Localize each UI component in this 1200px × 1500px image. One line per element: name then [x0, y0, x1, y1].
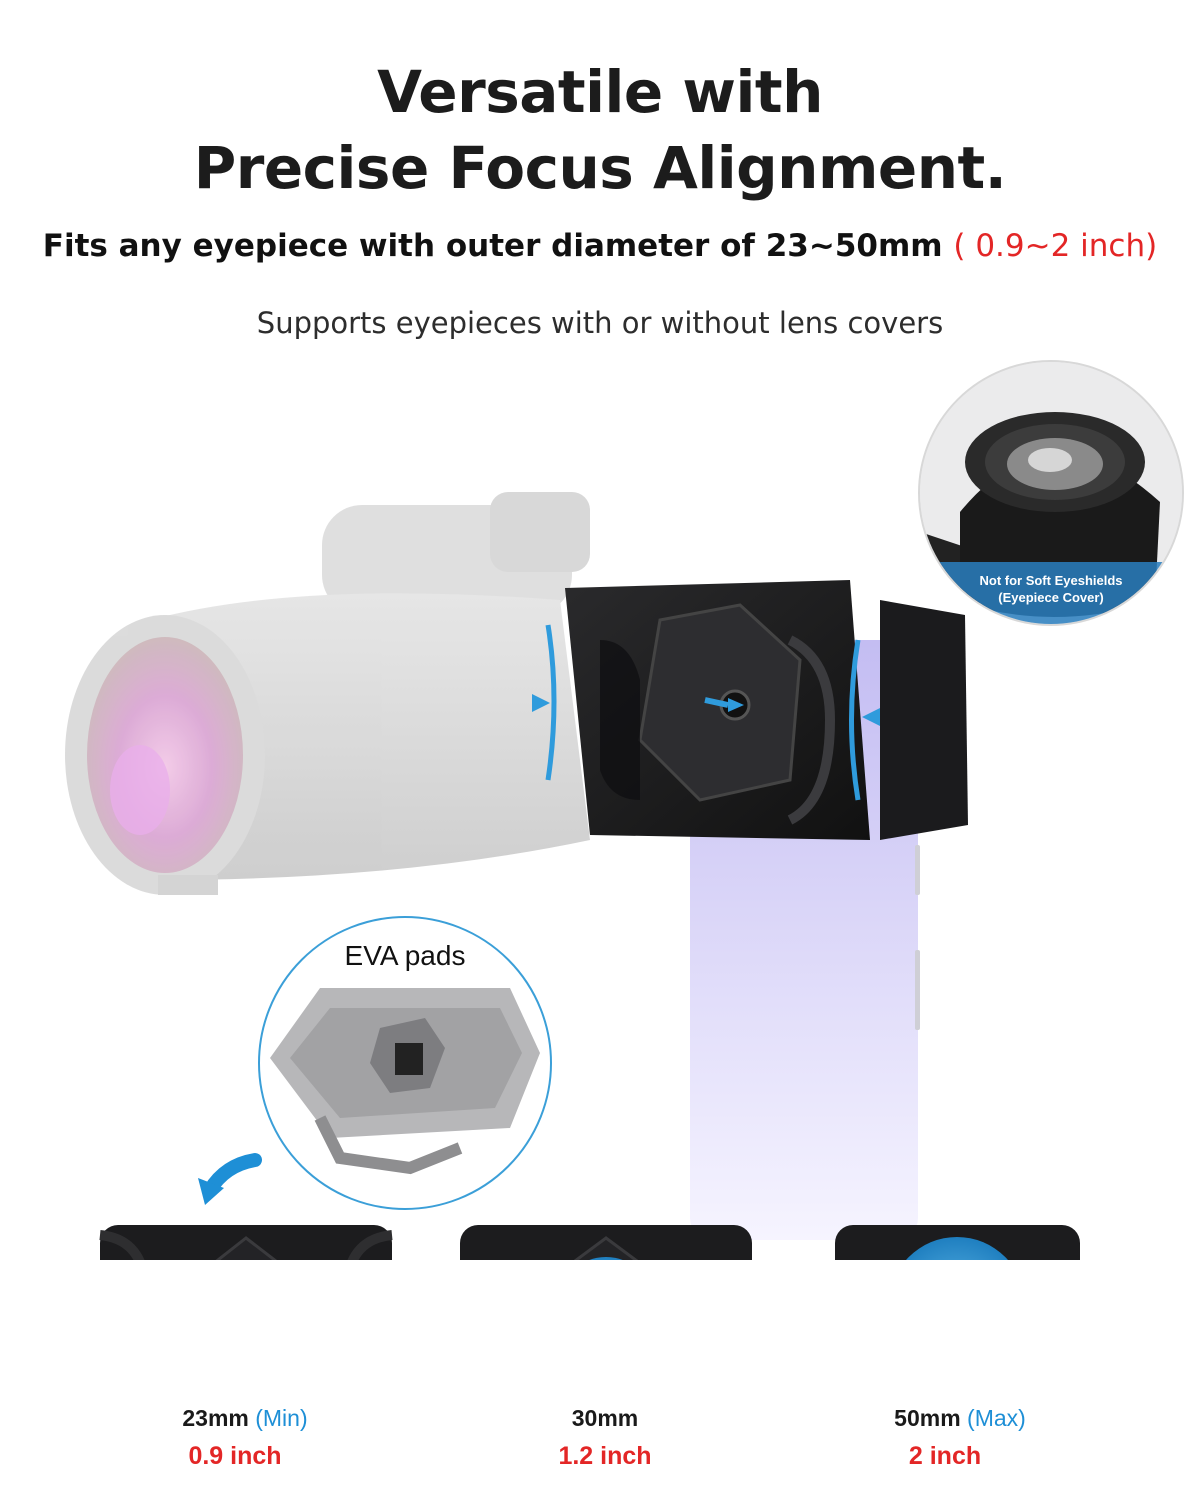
eyepiece-note-line-2: (Eyepiece Cover) [998, 590, 1104, 605]
size-max-tag: (Max) [967, 1405, 1026, 1431]
eva-pads-image [270, 988, 540, 1175]
size-min-label: 23mm (Min) [120, 1405, 370, 1432]
size-card-mid [460, 1225, 752, 1260]
headline-line-2: Precise Focus Alignment. [193, 134, 1007, 202]
size-card-min [99, 1225, 393, 1260]
size-max-label: 50mm (Max) [835, 1405, 1085, 1432]
eyepiece-inset: Not for Soft Eyeshields (Eyepiece Cover) [918, 360, 1184, 626]
size-min-mm: 23mm [182, 1405, 249, 1431]
headline-line-1: Versatile with [377, 58, 823, 126]
fit-range-text: Fits any eyepiece with outer diameter of… [0, 228, 1200, 264]
size-max-inch: 2 inch [908, 1442, 982, 1470]
size-card-max [835, 1225, 1080, 1260]
eyepiece-note-line-1: Not for Soft Eyeshields [979, 573, 1123, 588]
size-min-tag: (Min) [255, 1405, 308, 1431]
size-max-mm: 50mm [894, 1405, 961, 1431]
monocular [65, 492, 590, 895]
eyepiece-note: Not for Soft Eyeshields (Eyepiece Cover) [920, 572, 1182, 606]
eva-pads-inset: EVA pads [258, 916, 552, 1210]
fit-range-mm: Fits any eyepiece with outer diameter of… [42, 228, 943, 264]
support-text: Supports eyepieces with or without lens … [256, 306, 944, 340]
adapter-clamp [532, 580, 968, 840]
fit-range-inch: ( 0.9~2 inch) [953, 228, 1158, 264]
size-min-inch: 0.9 inch [188, 1442, 282, 1470]
size-mid-label: 30mm [480, 1405, 730, 1432]
product-scene [65, 492, 1080, 1260]
eva-pads-label: EVA pads [344, 940, 466, 971]
size-mid-mm: 30mm [571, 1405, 639, 1431]
size-mid-inch: 1.2 inch [558, 1442, 652, 1470]
